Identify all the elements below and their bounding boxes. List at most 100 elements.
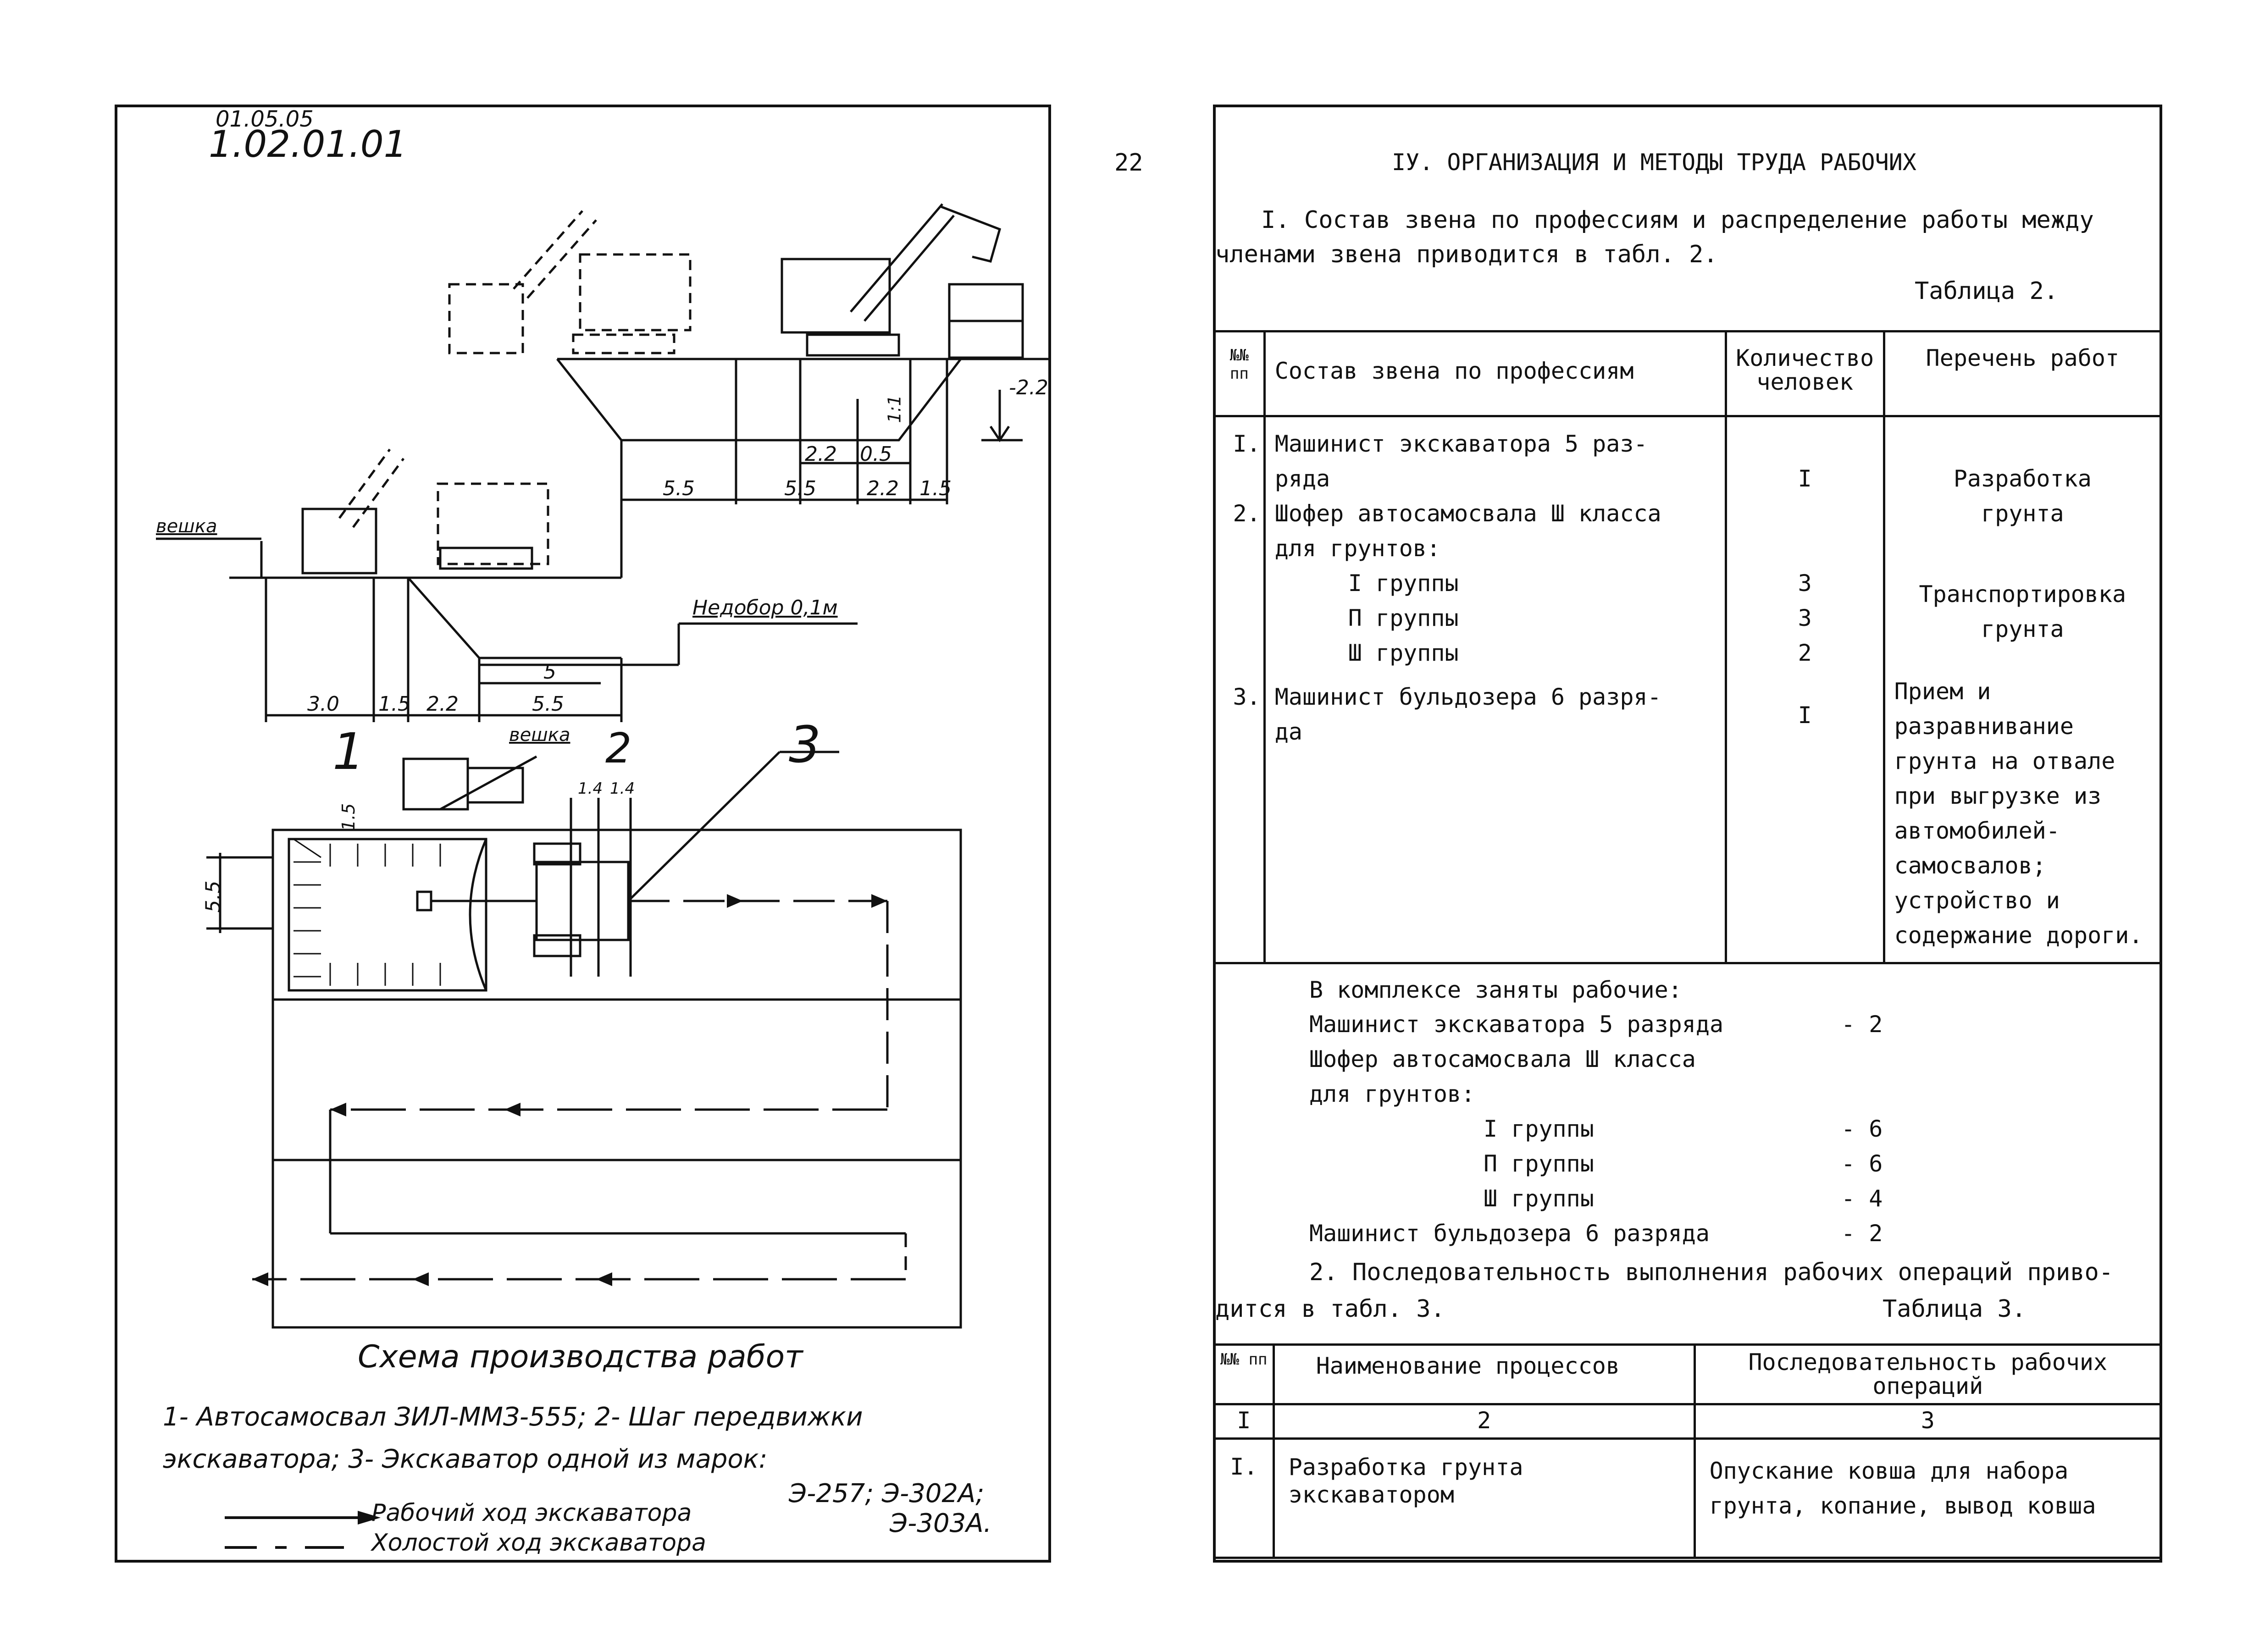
t3-index-1: I [1213, 1403, 1275, 1440]
t2-work-3: Прием и разравнивание грунта на отвале п… [1894, 678, 2143, 949]
excavator-lower [301, 448, 549, 575]
complex-intro: В комплексе заняты рабочие: [1309, 977, 1682, 1003]
table-2: №№ пп Состав звена по профессиям Количес… [1213, 330, 2163, 964]
scheme-caption-marks2: Э-303А. [890, 1508, 992, 1538]
dim-upper-2: 5.5 [784, 477, 816, 500]
t2-comp-7: Ш группы [1348, 640, 1459, 666]
t2-count-2: 3 [1798, 570, 1812, 597]
dim-lower-3: 2.2 [426, 692, 459, 716]
complex-label-5: П группы [1484, 1150, 1594, 1177]
code-main: 1.02.01.01 [209, 123, 407, 166]
t2-header-count: Количество человек [1724, 330, 1885, 417]
section-heading: IУ. ОРГАНИЗАЦИЯ И МЕТОДЫ ТРУДА РАБОЧИХ [1392, 149, 1916, 176]
left-sheet-frame [115, 105, 1051, 1563]
t2-comp-2: ряда [1274, 465, 1330, 492]
t2-count-col: . I . . 3 3 2 I [1724, 415, 1885, 964]
t3-row1-process: Разработка грунта экскаватором [1272, 1437, 1696, 1559]
nedobor-label: Недобор 0,1м [692, 596, 838, 619]
t2-header-num: №№ пп [1213, 330, 1266, 417]
dim-upper-7: -2.2 [1009, 376, 1048, 399]
slope-hatching [293, 838, 441, 986]
t2-comp-9: да [1274, 718, 1302, 745]
dim-plan-4: 1.4 [610, 779, 635, 798]
t2-num-col: I. . 2. . . . . 3. [1213, 415, 1266, 964]
t2-count-4: 2 [1798, 640, 1812, 666]
complex-label-2: Шофер автосамосвала Ш класса [1309, 1046, 1696, 1072]
t3-header-process: Наименование процессов [1272, 1343, 1696, 1405]
t2-num-3: 3. [1233, 684, 1261, 710]
para1-line1: I. Состав звена по профессиям и распреде… [1261, 206, 2094, 234]
t2-works-col: Разработка грунта Транспортировка грунта… [1883, 415, 2163, 964]
t2-work-2: Транспортировка грунта [1919, 581, 2126, 642]
t2-header-composition: Состав звена по профессиям [1263, 330, 1727, 417]
para2-line2: дится в табл. 3. [1215, 1295, 1445, 1323]
arrow-heads [252, 894, 887, 1525]
para1-line2: членами звена приводится в табл. 2. [1215, 241, 1718, 268]
complex-value-4: - 6 [1841, 1116, 1883, 1142]
complex-label-1: Машинист экскаватора 5 разряда [1309, 1011, 1724, 1038]
dim-upper-4: 1.5 [919, 477, 952, 500]
dim-upper-6: 0.5 [860, 442, 892, 466]
complex-label-6: Ш группы [1484, 1185, 1594, 1212]
complex-value-1: - 2 [1841, 1011, 1883, 1038]
upper-profile [556, 358, 1050, 579]
excavator-upper-ghost [448, 210, 692, 354]
complex-value-6: - 4 [1841, 1185, 1883, 1212]
veshka-label-left: вешка [156, 516, 217, 537]
t3-row1-num: I. [1213, 1437, 1275, 1559]
t3-header-sequence: Последовательность рабочих операций [1693, 1343, 2163, 1405]
dim-lower-2: 1.5 [378, 692, 410, 716]
complex-value-7: - 2 [1841, 1220, 1883, 1247]
t2-comp-5: I группы [1348, 570, 1459, 597]
t2-num-1: I. [1233, 431, 1261, 457]
scheme-caption-marks1: Э-257; Э-302А; [789, 1479, 985, 1508]
complex-label-4: I группы [1484, 1116, 1594, 1142]
t2-comp-1: Машинист экскаватора 5 раз- [1274, 431, 1648, 457]
complex-label-7: Машинист бульдозера 6 разряда [1309, 1220, 1710, 1247]
legend-idle-label: Холостой ход экскаватора [371, 1529, 706, 1557]
t2-count-3: 3 [1798, 605, 1812, 631]
t3-row1-sequence: Опускание ковша для набора грунта, копан… [1693, 1437, 2163, 1559]
t2-count-5: I [1798, 702, 1812, 729]
dim-upper-3: 2.2 [867, 477, 899, 500]
t3-index-3: 3 [1693, 1403, 2163, 1440]
movement-paths [252, 900, 907, 1281]
t2-comp-4: для грунтов: [1274, 535, 1440, 562]
dim-lower-5: 5 [543, 660, 556, 684]
t2-composition-col: Машинист экскаватора 5 раз- ряда Шофер а… [1263, 415, 1727, 964]
lower-profile [156, 537, 858, 722]
t2-num-2: 2. [1233, 500, 1261, 527]
dim-upper-8: 1:1 [884, 395, 905, 423]
construction-scheme-drawing [156, 203, 1050, 1549]
t2-comp-6: П группы [1348, 605, 1459, 631]
t2-work-1: Разработка грунта [1953, 465, 2092, 527]
callout-1: 1 [332, 722, 365, 781]
scheme-caption-line1: 1- Автосамосвал ЗИЛ-ММЗ-555; 2- Шаг пере… [163, 1402, 863, 1474]
dim-upper-1: 5.5 [663, 477, 695, 500]
excavator-upper [781, 203, 1024, 359]
complex-list: Машинист экскаватора 5 разряда - 2 Шофер … [1309, 1011, 1951, 1255]
dim-upper-5: 2.2 [805, 442, 837, 466]
t3-header-num: №№ пп [1213, 1343, 1275, 1405]
callout-3: 3 [789, 715, 821, 774]
complex-label-3: для грунтов: [1309, 1081, 1475, 1107]
dim-lower-4: 5.5 [532, 692, 564, 716]
table3-caption: Таблица 3. [1883, 1295, 2027, 1323]
dim-plan-3: 1.4 [578, 779, 603, 798]
legend-work-label: Рабочий ход экскаватора [371, 1499, 692, 1527]
table2-caption: Таблица 2. [1915, 277, 2059, 305]
dim-plan-1: 1.5 [338, 803, 359, 831]
t2-comp-3: Шофер автосамосвала Ш класса [1274, 500, 1661, 527]
dim-plan-2: 5.5 [201, 880, 225, 913]
t3-index-2: 2 [1272, 1403, 1696, 1440]
para2-line1: 2. Последовательность выполнения рабочих… [1309, 1259, 2114, 1286]
legend-lines [225, 1516, 362, 1549]
code-top: 01.05.05 [216, 106, 314, 132]
complex-value-5: - 6 [1841, 1150, 1883, 1177]
table-3: №№ пп Наименование процессов Последовате… [1213, 1343, 2163, 1559]
plan-view [206, 751, 962, 1329]
scheme-title: Схема производства работ [358, 1339, 803, 1375]
t2-header-works: Перечень работ [1883, 330, 2163, 417]
veshka-label-plan: вешка [509, 724, 570, 746]
page-number: 22 [1114, 149, 1143, 177]
